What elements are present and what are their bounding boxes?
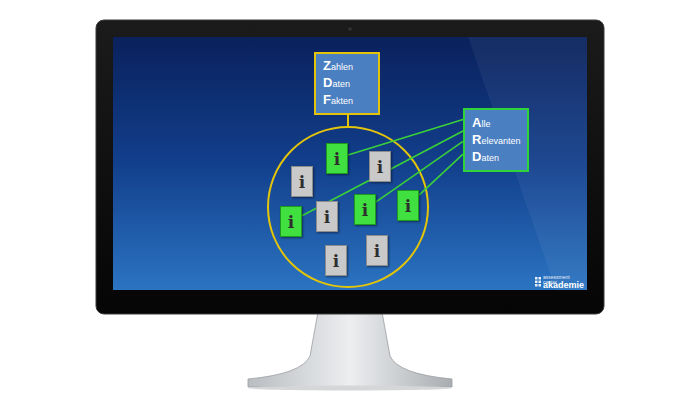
info-symbol: i	[299, 173, 305, 191]
info-symbol: i	[333, 252, 339, 270]
info-symbol: i	[334, 150, 340, 168]
info-symbol: i	[405, 197, 411, 215]
info-document: i	[397, 190, 419, 221]
info-document: i	[325, 245, 347, 276]
watermark: assessment centerakademie	[543, 275, 584, 290]
info-symbol: i	[374, 242, 380, 260]
info-document: i	[280, 206, 302, 237]
text-box: Zahlen Daten Fakten	[314, 52, 380, 115]
logo-icon	[535, 277, 541, 287]
data-circle	[268, 127, 428, 287]
connector-line	[348, 120, 463, 156]
info-document: i	[316, 201, 338, 232]
info-document: i	[366, 235, 388, 266]
info-symbol: i	[324, 208, 330, 226]
bezel	[96, 20, 604, 314]
stand	[248, 312, 452, 387]
info-document: i	[291, 166, 313, 197]
info-symbol: i	[288, 213, 294, 231]
watermark-brand: akademie	[543, 281, 584, 290]
text-box: Alle Relevanten Daten	[463, 108, 529, 172]
box-label: Alle Relevanten Daten	[472, 115, 520, 166]
box-label: Zahlen Daten Fakten	[323, 58, 371, 109]
screen	[113, 37, 587, 290]
info-document: i	[369, 151, 391, 182]
info-document: i	[326, 143, 348, 174]
connector-line	[419, 154, 463, 195]
info-document: i	[354, 194, 376, 225]
info-symbol: i	[377, 158, 383, 176]
info-symbol: i	[362, 201, 368, 219]
